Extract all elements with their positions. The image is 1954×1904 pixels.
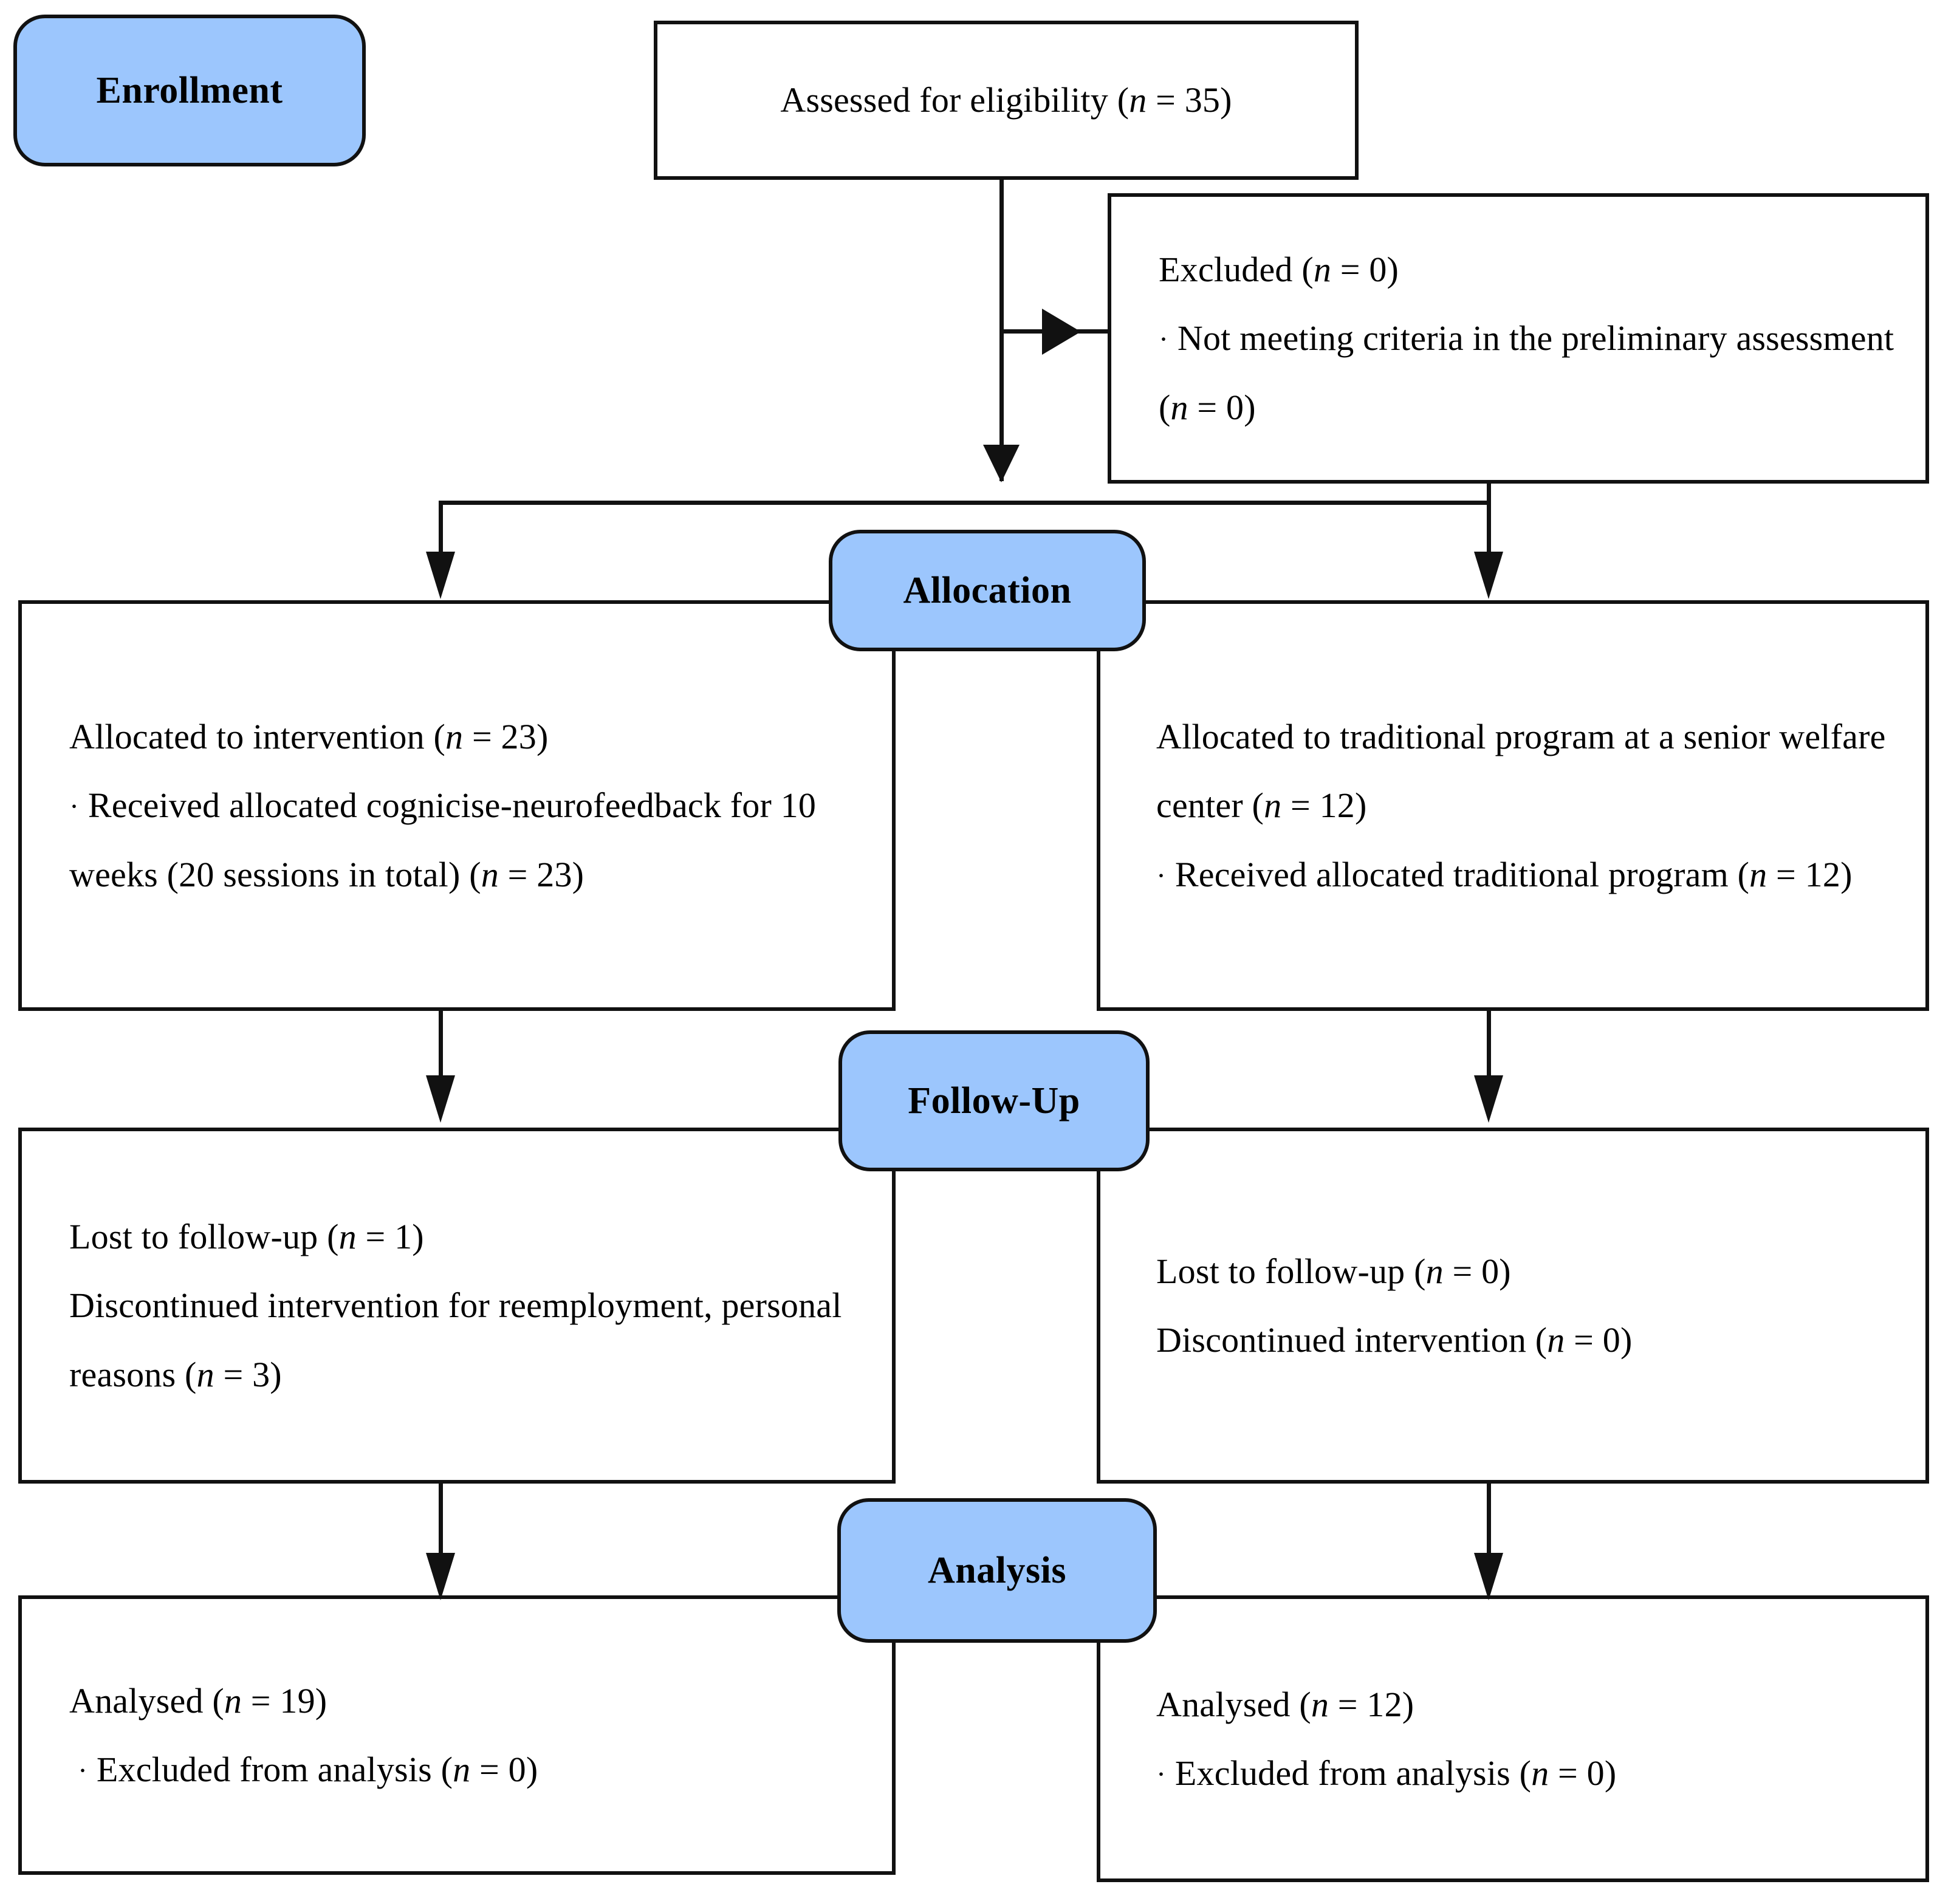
stage-pill-analysis: Analysis bbox=[837, 1498, 1157, 1643]
alloc-right-line-1: Allocated to traditional program at a se… bbox=[1100, 702, 1925, 840]
analysis-left-prefix: Analysed ( bbox=[69, 1680, 224, 1721]
excluded-criteria-prefix: Not meeting criteria in the preliminary … bbox=[1159, 318, 1894, 427]
stage-label-allocation: Allocation bbox=[903, 569, 1072, 611]
alloc-right-prefix: Allocated to traditional program at a se… bbox=[1156, 717, 1886, 826]
analysis-left-excluded-n-symbol: n bbox=[453, 1750, 471, 1789]
alloc-left-suffix: = 23) bbox=[463, 717, 549, 757]
connector-allocation-left-drop bbox=[439, 501, 443, 567]
box-allocated-intervention: Allocated to intervention (n = 23) · Rec… bbox=[18, 600, 896, 1011]
assessed-prefix: Assessed for eligibility ( bbox=[780, 80, 1130, 120]
stage-pill-allocation: Allocation bbox=[829, 530, 1146, 651]
bullet-icon: · bbox=[78, 1755, 88, 1787]
excluded-line-1: Excluded (n = 0) bbox=[1111, 235, 1925, 304]
alloc-left-prefix: Allocated to intervention ( bbox=[69, 717, 446, 757]
alloc-left-detail-n-symbol: n bbox=[481, 854, 499, 894]
connector-analysis-right bbox=[1487, 1484, 1491, 1569]
box-followup-control: Lost to follow-up (n = 0) Discontinued i… bbox=[1097, 1128, 1929, 1484]
alloc-left-line-2: · Received allocated cognicise-neurofeed… bbox=[22, 771, 892, 908]
follow-left-n-symbol: n bbox=[338, 1217, 357, 1257]
alloc-right-detail-suffix: = 12) bbox=[1767, 854, 1853, 894]
excluded-prefix: Excluded ( bbox=[1159, 250, 1314, 290]
analysis-right-n-symbol: n bbox=[1311, 1684, 1329, 1724]
alloc-right-suffix: = 12) bbox=[1281, 786, 1367, 826]
stage-pill-enrollment: Enrollment bbox=[13, 15, 366, 166]
box-analysed-control: Analysed (n = 12) · Excluded from analys… bbox=[1097, 1595, 1929, 1882]
analysis-left-line-1: Analysed (n = 19) bbox=[22, 1666, 892, 1735]
box-analysed-intervention: Analysed (n = 19) · Excluded from analys… bbox=[18, 1595, 896, 1875]
excluded-suffix: = 0) bbox=[1331, 250, 1399, 290]
analysis-left-excluded-suffix: = 0) bbox=[470, 1750, 538, 1789]
alloc-right-line-2: · Received allocated traditional program… bbox=[1100, 840, 1925, 909]
arrowhead-analysis-right bbox=[1474, 1553, 1503, 1600]
analysis-left-line-2: · Excluded from analysis (n = 0) bbox=[22, 1735, 892, 1804]
follow-left-discontinued-prefix: Discontinued intervention for reemployme… bbox=[69, 1286, 842, 1394]
arrowhead-to-excluded bbox=[1042, 309, 1081, 355]
box-assessed-for-eligibility: Assessed for eligibility (n = 35) bbox=[654, 21, 1359, 180]
follow-right-line-1: Lost to follow-up (n = 0) bbox=[1100, 1237, 1925, 1306]
follow-right-discontinued-n-symbol: n bbox=[1547, 1320, 1565, 1360]
arrowhead-followup-right bbox=[1474, 1075, 1503, 1123]
bullet-icon: · bbox=[1156, 859, 1167, 892]
excluded-criteria-n-symbol: n bbox=[1170, 387, 1188, 427]
follow-right-discontinued-prefix: Discontinued intervention ( bbox=[1156, 1320, 1548, 1360]
stage-pill-followup: Follow-Up bbox=[838, 1030, 1150, 1171]
analysis-right-suffix: = 12) bbox=[1329, 1684, 1414, 1724]
arrowhead-allocation-left bbox=[426, 552, 455, 599]
analysis-right-line-1: Analysed (n = 12) bbox=[1100, 1670, 1925, 1739]
alloc-right-detail-n-symbol: n bbox=[1749, 854, 1767, 894]
excluded-n-symbol: n bbox=[1313, 250, 1332, 290]
analysis-left-n-symbol: n bbox=[224, 1680, 242, 1721]
analysis-right-prefix: Analysed ( bbox=[1156, 1684, 1311, 1724]
follow-right-line-2: Discontinued intervention (n = 0) bbox=[1100, 1306, 1925, 1374]
box-excluded: Excluded (n = 0) · Not meeting criteria … bbox=[1108, 193, 1929, 484]
analysis-left-excluded-prefix: Excluded from analysis ( bbox=[87, 1750, 453, 1789]
bullet-icon: · bbox=[1156, 1758, 1167, 1790]
connector-allocation-split-bar bbox=[439, 501, 1491, 505]
analysis-right-excluded-n-symbol: n bbox=[1531, 1753, 1549, 1793]
assessed-n-symbol: n bbox=[1129, 80, 1147, 120]
analysis-left-suffix: = 19) bbox=[242, 1680, 327, 1721]
alloc-right-detail-prefix: Received allocated traditional program ( bbox=[1166, 854, 1750, 894]
stage-label-analysis: Analysis bbox=[928, 1549, 1066, 1591]
follow-left-suffix: = 1) bbox=[356, 1217, 424, 1257]
excluded-line-2: · Not meeting criteria in the preliminar… bbox=[1111, 304, 1925, 441]
follow-left-discontinued-suffix: = 3) bbox=[214, 1354, 282, 1394]
analysis-right-line-2: · Excluded from analysis (n = 0) bbox=[1100, 1739, 1925, 1807]
bullet-icon: · bbox=[69, 790, 80, 823]
follow-right-n-symbol: n bbox=[1425, 1251, 1444, 1291]
box-followup-intervention: Lost to follow-up (n = 1) Discontinued i… bbox=[18, 1128, 896, 1484]
connector-analysis-left bbox=[439, 1484, 443, 1569]
assessed-suffix: = 35) bbox=[1147, 80, 1232, 120]
follow-left-prefix: Lost to follow-up ( bbox=[69, 1217, 339, 1257]
arrowhead-followup-left bbox=[426, 1075, 455, 1123]
follow-left-line-1: Lost to follow-up (n = 1) bbox=[22, 1202, 892, 1271]
arrowhead-allocation-right bbox=[1474, 552, 1503, 599]
alloc-left-detail-prefix: Received allocated cognicise-neurofeedba… bbox=[69, 786, 817, 894]
arrowhead-below-assessed bbox=[983, 445, 1020, 482]
analysis-right-excluded-suffix: = 0) bbox=[1549, 1753, 1617, 1793]
connector-excluded-down bbox=[1487, 484, 1491, 504]
follow-right-prefix: Lost to follow-up ( bbox=[1156, 1251, 1426, 1291]
analysis-right-excluded-prefix: Excluded from analysis ( bbox=[1166, 1753, 1532, 1793]
alloc-left-n-symbol: n bbox=[445, 717, 464, 757]
alloc-left-line-1: Allocated to intervention (n = 23) bbox=[22, 702, 892, 771]
connector-followup-left bbox=[439, 1011, 443, 1091]
stage-label-followup: Follow-Up bbox=[908, 1080, 1080, 1122]
bullet-icon: · bbox=[1159, 323, 1169, 356]
box-allocated-traditional: Allocated to traditional program at a se… bbox=[1097, 600, 1929, 1011]
follow-left-discontinued-n-symbol: n bbox=[196, 1354, 214, 1394]
alloc-right-n-symbol: n bbox=[1264, 786, 1282, 826]
follow-left-line-2: Discontinued intervention for reemployme… bbox=[22, 1271, 892, 1408]
arrowhead-analysis-left bbox=[426, 1553, 455, 1600]
connector-followup-right bbox=[1487, 1011, 1491, 1091]
stage-label-enrollment: Enrollment bbox=[96, 69, 283, 111]
follow-right-suffix: = 0) bbox=[1443, 1251, 1511, 1291]
assessed-text: Assessed for eligibility (n = 35) bbox=[657, 66, 1355, 134]
connector-allocation-right-drop bbox=[1487, 501, 1491, 567]
alloc-left-detail-suffix: = 23) bbox=[498, 854, 584, 894]
follow-right-discontinued-suffix: = 0) bbox=[1565, 1320, 1633, 1360]
excluded-criteria-suffix: = 0) bbox=[1188, 387, 1256, 427]
